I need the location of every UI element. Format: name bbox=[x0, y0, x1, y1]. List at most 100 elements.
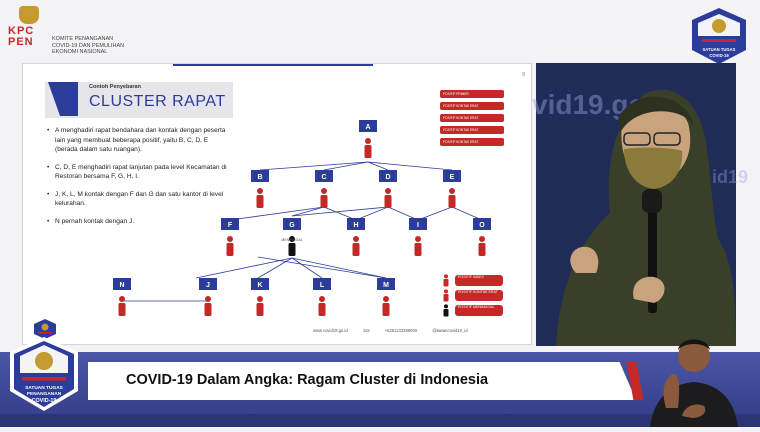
node-label: I bbox=[417, 222, 419, 229]
person-red-icon bbox=[365, 138, 371, 144]
person-body bbox=[226, 243, 234, 256]
top-header: KPC PEN KOMITE PENANGANAN COVID-19 DAN P… bbox=[0, 0, 760, 64]
speaker-video: vid19.go id19 bbox=[532, 63, 748, 346]
legend-item: POSITIF INDEX bbox=[441, 274, 531, 287]
node-label: M bbox=[383, 282, 389, 289]
person-red-icon bbox=[449, 188, 455, 194]
cluster-node-d: D bbox=[379, 170, 397, 208]
person-red-icon bbox=[319, 296, 325, 302]
node-label: O bbox=[479, 222, 485, 229]
person-body bbox=[384, 195, 392, 208]
person-red-icon bbox=[415, 236, 421, 242]
person-red-icon bbox=[353, 236, 359, 242]
title-accent-icon bbox=[48, 82, 78, 116]
node-label: A bbox=[365, 124, 370, 131]
hotline-text: 119 bbox=[362, 328, 370, 333]
node-label: L bbox=[320, 282, 325, 289]
kpc-caption-line: KOMITE PENANGANAN bbox=[52, 36, 114, 42]
person-body bbox=[448, 195, 456, 208]
node-label: B bbox=[257, 174, 262, 181]
node-label-box bbox=[377, 278, 395, 290]
cluster-node-a: A bbox=[359, 120, 377, 158]
cluster-node-m: M bbox=[377, 278, 395, 316]
bullet-item: N pernah kontak dengan J. bbox=[47, 217, 227, 227]
cluster-node-i: I bbox=[409, 218, 427, 256]
node-label-box bbox=[315, 170, 333, 182]
banner-bar bbox=[88, 362, 636, 400]
speaker-figure bbox=[556, 89, 736, 346]
slide-title-block: Contoh Penyebaran CLUSTER RAPAT bbox=[45, 82, 233, 118]
person-red-icon bbox=[257, 188, 263, 194]
person-body bbox=[256, 303, 264, 316]
node-label: K bbox=[257, 282, 262, 289]
svg-text:COVID-19: COVID-19 bbox=[32, 398, 57, 404]
person-red-icon bbox=[205, 296, 211, 302]
status-chip: POSITIF KONTAK ERAT bbox=[440, 102, 504, 110]
video-background-text: id19 bbox=[712, 167, 749, 187]
meninggal-label: MENINGGAL bbox=[281, 238, 303, 242]
bullet-item: J, K, L, M kontak dengan F dan G dan sat… bbox=[47, 190, 227, 209]
person-body bbox=[352, 243, 360, 256]
slide-title: CLUSTER RAPAT bbox=[89, 93, 226, 110]
person-body bbox=[478, 243, 486, 256]
node-label: G bbox=[289, 222, 295, 229]
person-body bbox=[288, 243, 296, 256]
person-red-icon bbox=[443, 289, 449, 302]
node-label-box bbox=[113, 278, 131, 290]
kpc-logo-text: KPC PEN bbox=[8, 25, 35, 48]
node-label-box bbox=[221, 218, 239, 230]
status-chip-list: POSITIF PRIMER POSITIF KONTAK ERAT POSIT… bbox=[440, 90, 504, 150]
presentation-slide: 8 Contoh Penyebaran CLUSTER RAPAT A meng… bbox=[22, 63, 532, 345]
status-chip: POSITIF PRIMER bbox=[440, 90, 504, 98]
person-red-icon bbox=[479, 236, 485, 242]
cluster-node-e: E bbox=[443, 170, 461, 208]
status-chip: POSITIF KONTAK ERAT bbox=[440, 138, 504, 146]
kpc-caption-line: COVID-19 DAN PEMULIHAN bbox=[52, 42, 125, 49]
person-black-icon bbox=[289, 236, 295, 242]
node-label: E bbox=[450, 174, 455, 181]
cluster-node-o: O bbox=[473, 218, 491, 256]
cluster-node-n: N bbox=[113, 278, 131, 316]
legend-item: POSITIF MENINGGAL bbox=[441, 304, 531, 317]
person-red-icon bbox=[257, 296, 263, 302]
node-label-box bbox=[379, 170, 397, 182]
satgas-logo-top: SATUAN TUGAS COVID-19 bbox=[688, 6, 750, 66]
node-label-box bbox=[473, 218, 491, 230]
node-label-box bbox=[409, 218, 427, 230]
node-label-box bbox=[199, 278, 217, 290]
cluster-node-k: K bbox=[251, 278, 269, 316]
banner-under-strip bbox=[0, 414, 760, 427]
connector-lines bbox=[122, 161, 483, 302]
bullet-item: A menghadiri rapat bendahara dan kontak … bbox=[47, 126, 227, 155]
website-text: www.covid19.go.id bbox=[313, 328, 348, 333]
node-label: J bbox=[206, 282, 210, 289]
cluster-node-l: L bbox=[313, 278, 331, 316]
person-red-icon bbox=[443, 274, 449, 287]
svg-text:COVID-19: COVID-19 bbox=[709, 53, 729, 58]
node-label-box bbox=[283, 218, 301, 230]
social-handle-text: @lawancovid19_id bbox=[432, 328, 468, 333]
cluster-node-j: J bbox=[199, 278, 217, 316]
person-body bbox=[118, 303, 126, 316]
node-label: F bbox=[228, 222, 233, 229]
person-body bbox=[204, 303, 212, 316]
whatsapp-text: +6281133399000 bbox=[384, 328, 418, 333]
legend-item: POSITIF KONTAK ERAT bbox=[441, 289, 531, 302]
satgas-mini-logo bbox=[33, 318, 57, 340]
sign-language-interpreter bbox=[644, 318, 744, 427]
slide-subtitle: Contoh Penyebaran bbox=[89, 84, 141, 90]
node-label: C bbox=[321, 174, 326, 181]
node-label: D bbox=[385, 174, 390, 181]
svg-text:PENANGANAN: PENANGANAN bbox=[27, 391, 62, 397]
kpc-caption-line: EKONOMI NASIONAL bbox=[52, 49, 108, 55]
person-body bbox=[256, 195, 264, 208]
cluster-node-b: B bbox=[251, 170, 269, 208]
person-red-icon bbox=[119, 296, 125, 302]
svg-text:SATUAN TUGAS: SATUAN TUGAS bbox=[25, 385, 64, 391]
person-body bbox=[364, 145, 372, 158]
legend-label: POSITIF KONTAK ERAT bbox=[455, 290, 503, 301]
node-label-box bbox=[313, 278, 331, 290]
garuda-emblem-icon bbox=[19, 6, 39, 24]
bullet-item: C, D, E menghadiri rapat lanjutan pada l… bbox=[47, 163, 227, 182]
legend: POSITIF INDEX POSITIF KONTAK ERAT POSITI… bbox=[441, 274, 531, 319]
